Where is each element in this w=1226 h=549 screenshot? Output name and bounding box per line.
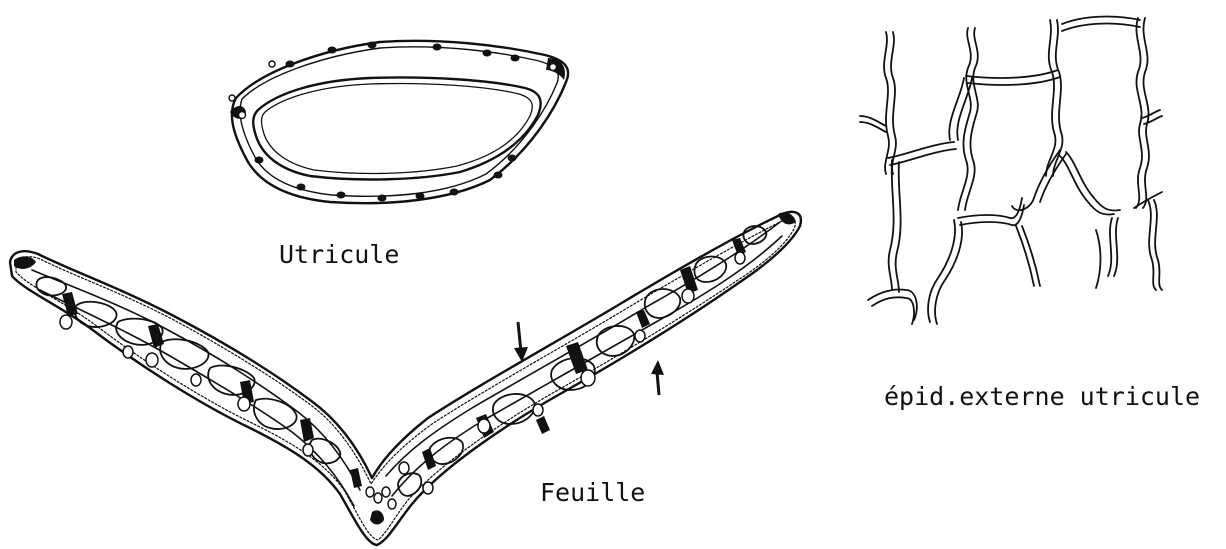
arrow-down-icon bbox=[514, 322, 528, 362]
label-feuille: Feuille bbox=[540, 480, 645, 505]
utricule-wall-dots bbox=[230, 42, 565, 202]
label-epiderme-externe: épid.externe utricule bbox=[884, 384, 1200, 409]
leaf-drawing bbox=[10, 212, 801, 545]
leaf-dark-strands bbox=[14, 212, 796, 524]
arrow-up-icon bbox=[651, 360, 664, 395]
label-utricule: Utricule bbox=[279, 242, 399, 267]
epidermis-drawing bbox=[860, 17, 1162, 324]
utricule-drawing bbox=[232, 41, 568, 203]
